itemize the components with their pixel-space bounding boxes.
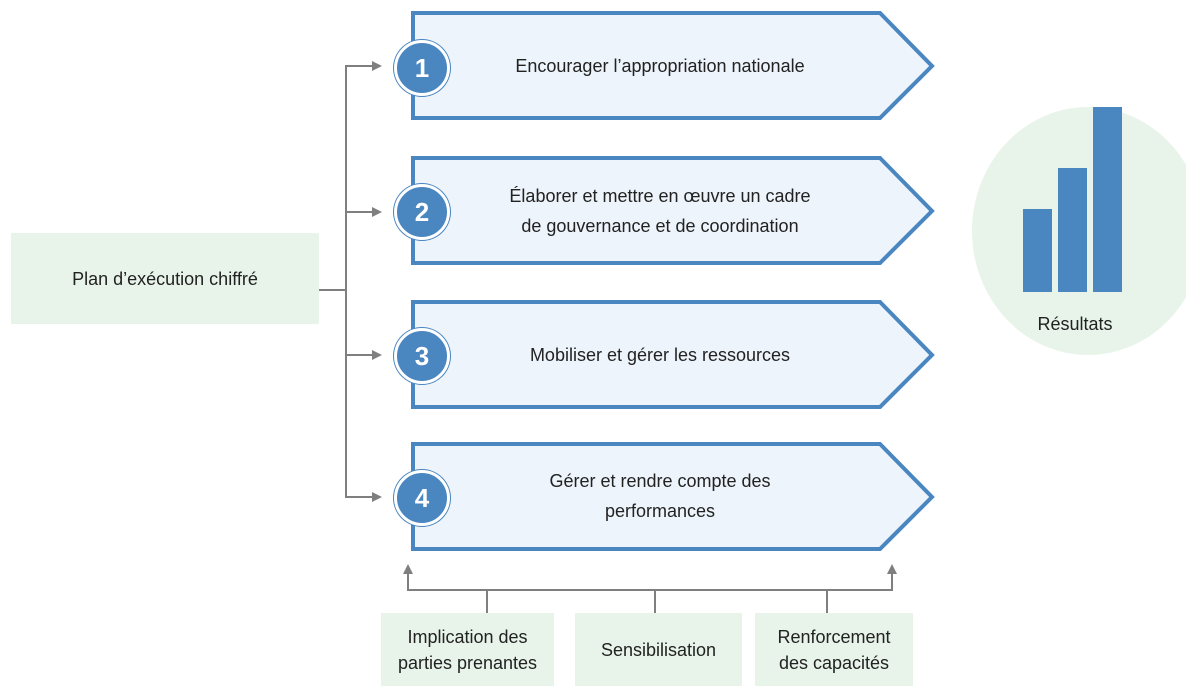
support-label-awareness: Sensibilisation	[600, 639, 717, 660]
stage-shape-2	[411, 156, 935, 265]
support-label-stakeholders: Implication des parties prenantes	[397, 626, 538, 673]
stage-label-2: Élaborer et mettre en œuvre un cadre de …	[509, 186, 811, 236]
stage-label-1: Encourager l’appropriation nationale	[515, 56, 805, 76]
results-bar-1	[1023, 209, 1052, 292]
results-label: Résultats	[1037, 314, 1113, 334]
stage-label-4: Gérer et rendre compte des performances	[549, 471, 771, 521]
support-box-capacity: Renforcement des capacités	[755, 613, 913, 686]
support-box-stakeholders: Implication des parties prenantes	[381, 613, 554, 686]
stage-label-3: Mobiliser et gérer les ressources	[529, 345, 791, 365]
plan-label: Plan d’exécution chiffré	[72, 268, 258, 289]
stage-number-badge-1: 1	[394, 40, 450, 96]
support-box-awareness: Sensibilisation	[575, 613, 742, 686]
stage-number-badge-4: 4	[394, 470, 450, 526]
results-bar-2	[1058, 168, 1087, 292]
stage-number-badge-3: 3	[394, 328, 450, 384]
stage-number-badge-2: 2	[394, 184, 450, 240]
stage-shape-1	[411, 11, 935, 120]
results-bar-3	[1093, 107, 1122, 292]
stage-shape-3	[411, 300, 935, 409]
support-label-capacity: Renforcement des capacités	[777, 626, 891, 673]
stage-shape-4	[411, 442, 935, 551]
plan-box: Plan d’exécution chiffré	[11, 233, 319, 324]
